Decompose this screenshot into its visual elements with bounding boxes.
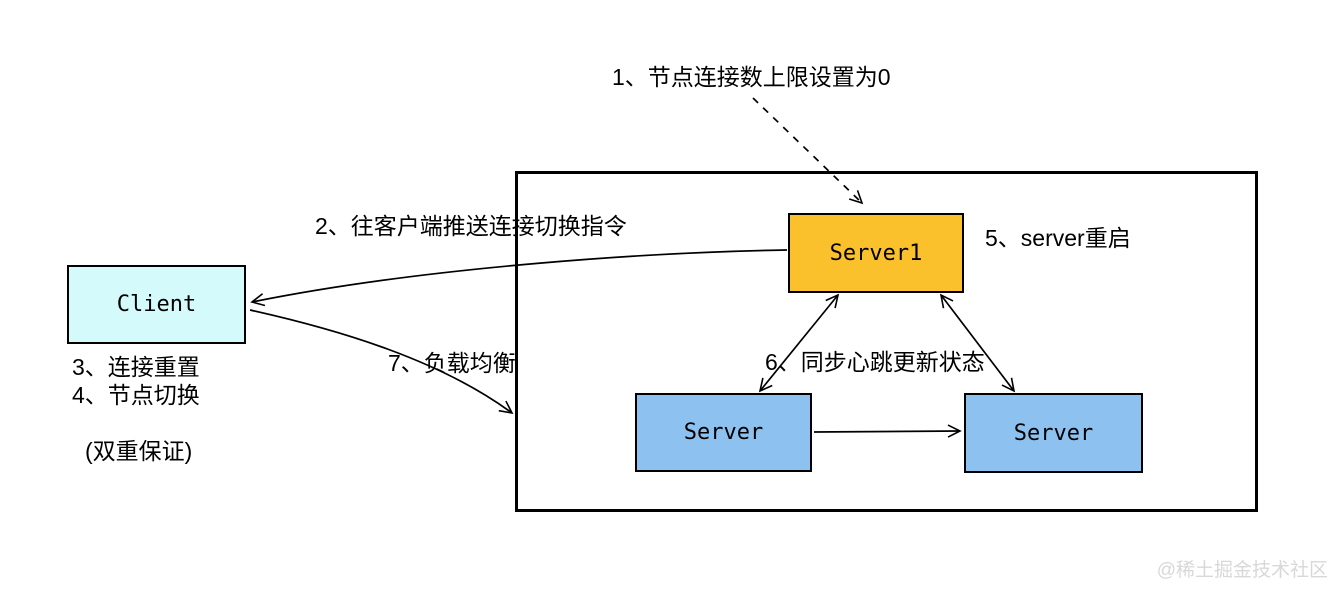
node-server-left: Server bbox=[635, 393, 812, 472]
node-client-label: Client bbox=[116, 292, 197, 317]
node-server1: Server1 bbox=[788, 213, 964, 293]
annotation-guarantee: (双重保证) bbox=[85, 438, 193, 464]
watermark: @稀土掘金技术社区 bbox=[1156, 560, 1328, 581]
annotation-step2: 2、往客户端推送连接切换指令 bbox=[315, 213, 627, 239]
annotation-step7: 7、负载均衡 bbox=[388, 350, 516, 376]
node-server-left-label: Server bbox=[683, 420, 764, 445]
annotation-step6: 6、同步心跳更新状态 bbox=[765, 349, 985, 375]
annotation-step3: 3、连接重置 bbox=[72, 354, 200, 380]
annotation-step5: 5、server重启 bbox=[985, 225, 1131, 251]
node-client: Client bbox=[67, 265, 246, 344]
cluster-boundary-box bbox=[515, 171, 1258, 512]
node-server-right-label: Server bbox=[1013, 420, 1094, 446]
node-server-right: Server bbox=[964, 393, 1143, 473]
annotation-step4: 4、节点切换 bbox=[72, 382, 200, 408]
annotation-step1: 1、节点连接数上限设置为0 bbox=[612, 64, 891, 90]
node-server1-label: Server1 bbox=[829, 240, 923, 266]
